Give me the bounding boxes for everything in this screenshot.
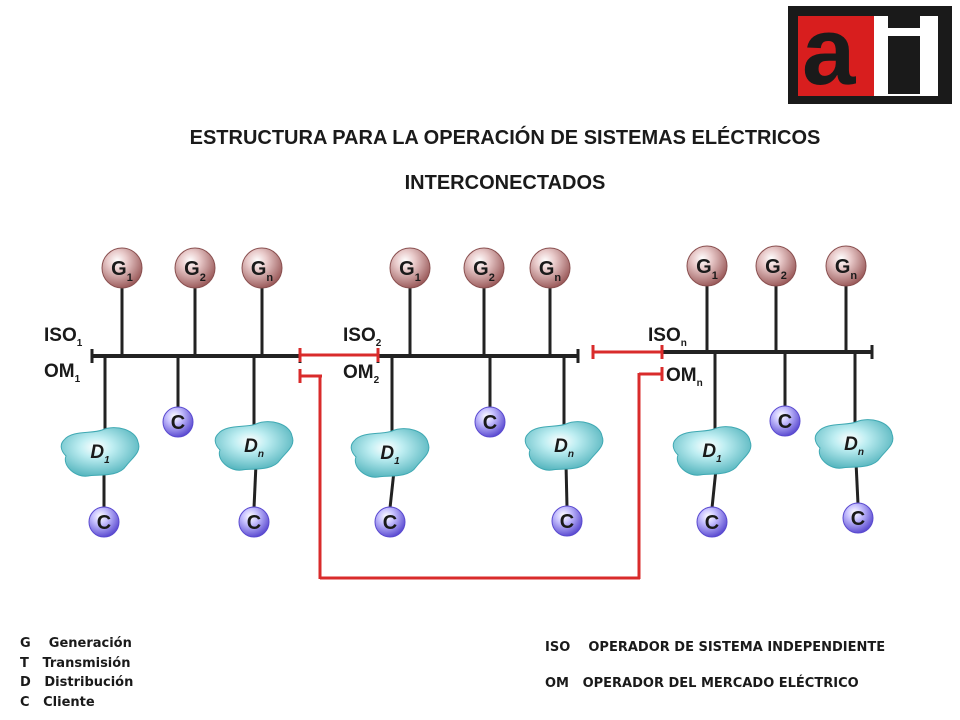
system-3-distributor-n-label: Dn bbox=[844, 434, 864, 458]
system-3-client-d1 bbox=[696, 506, 728, 538]
system-1-client-bus bbox=[162, 406, 194, 438]
system-2-generator-1 bbox=[389, 247, 431, 289]
legend-item-generation: G Generación bbox=[20, 636, 132, 651]
system-2-generator-2 bbox=[463, 247, 505, 289]
system-3-generator-3 bbox=[825, 245, 867, 287]
system-3-generator-1-label: G1 bbox=[696, 256, 718, 282]
system-2-client-d1 bbox=[374, 506, 406, 538]
system-3-generator-1 bbox=[686, 245, 728, 287]
system-1-generator-2 bbox=[174, 247, 216, 289]
system-1-client-d1 bbox=[88, 506, 120, 538]
system-1-distributor-1 bbox=[60, 427, 140, 477]
legend-item-om: OM OPERADOR DEL MERCADO ELÉCTRICO bbox=[545, 676, 859, 691]
system-2-client-dn bbox=[551, 505, 583, 537]
system-1-drop-dn-client bbox=[252, 463, 258, 509]
system-1-client-d1-label: C bbox=[97, 512, 111, 534]
logo-letter-a: a bbox=[802, 0, 856, 105]
system-1-distributor-n bbox=[214, 421, 294, 471]
system-2-generator-1-label: G1 bbox=[399, 258, 421, 284]
system-1-generator-1-label: G1 bbox=[111, 258, 133, 284]
system-2-om-label: OM2 bbox=[343, 362, 380, 386]
system-3-om-label: OMn bbox=[666, 365, 703, 389]
system-2-generator-2-label: G2 bbox=[473, 258, 495, 284]
system-1-client-bus-label: C bbox=[171, 412, 185, 434]
legend-item-distribution: D Distribución bbox=[20, 675, 134, 690]
system-2-client-d1-label: C bbox=[383, 512, 397, 534]
system-2-drop-d1-client bbox=[388, 470, 396, 509]
system-2-distributor-1 bbox=[350, 428, 430, 478]
system-1-generator-3 bbox=[241, 247, 283, 289]
system-2-drop-dn-client bbox=[564, 463, 569, 508]
system-1-generator-2-label: G2 bbox=[184, 258, 206, 284]
system-1-client-dn-label: C bbox=[247, 512, 261, 534]
system-3-distributor-n bbox=[814, 419, 894, 469]
legend-item-iso: ISO OPERADOR DE SISTEMA INDEPENDIENTE bbox=[545, 640, 886, 655]
ai-logo: a bbox=[788, 0, 952, 105]
system-3-client-bus-label: C bbox=[778, 411, 792, 433]
logo-red-block bbox=[798, 16, 874, 96]
system-1-distributor-n-label: Dn bbox=[244, 436, 264, 460]
system-1-generator-1 bbox=[101, 247, 143, 289]
system-3-distributor-1-label: D1 bbox=[702, 441, 722, 465]
system-2-generator-3 bbox=[529, 247, 571, 289]
system-2-iso-label: ISO2 bbox=[343, 325, 382, 349]
system-1-iso-label: ISO1 bbox=[44, 325, 83, 349]
system-3-generator-2 bbox=[755, 245, 797, 287]
system-1-generator-3-label: Gn bbox=[251, 258, 274, 284]
system-1-om-label: OM1 bbox=[44, 361, 81, 385]
system-3-client-d1-label: C bbox=[705, 512, 719, 534]
system-3-drop-d1-client bbox=[710, 468, 718, 509]
system-3-generator-2-label: G2 bbox=[765, 256, 787, 282]
legend-left: G Generación T Transmisión D Distribució… bbox=[20, 634, 133, 712]
system-1-client-dn bbox=[238, 506, 270, 538]
legend-item-transmission: T Transmisión bbox=[20, 655, 131, 671]
system-3-distributor-1 bbox=[672, 426, 752, 476]
title-line-2: INTERCONECTADOS bbox=[404, 172, 606, 194]
legend-item-client: C Cliente bbox=[20, 694, 95, 710]
system-3-client-dn bbox=[842, 502, 874, 534]
logo-letter-i bbox=[888, 8, 920, 94]
system-3-drop-dn-client bbox=[854, 461, 860, 505]
system-3-client-bus bbox=[769, 405, 801, 437]
system-2-client-bus-label: C bbox=[483, 412, 497, 434]
system-3-iso-label: ISOn bbox=[648, 325, 687, 349]
system-2-distributor-1-label: D1 bbox=[380, 443, 400, 467]
system-2-client-dn-label: C bbox=[560, 511, 574, 533]
system-1-distributor-1-label: D1 bbox=[90, 442, 110, 466]
system-2-client-bus bbox=[474, 406, 506, 438]
system-2-generator-3-label: Gn bbox=[539, 258, 562, 284]
legend-right: ISO OPERADOR DE SISTEMA INDEPENDIENTE OM… bbox=[545, 638, 885, 694]
system-2-distributor-n bbox=[524, 421, 604, 471]
system-2-distributor-n-label: Dn bbox=[554, 436, 574, 460]
title-line-1: ESTRUCTURA PARA LA OPERACIÓN DE SISTEMAS… bbox=[189, 127, 821, 149]
system-3-client-dn-label: C bbox=[851, 508, 865, 530]
system-3-generator-3-label: Gn bbox=[835, 256, 858, 282]
